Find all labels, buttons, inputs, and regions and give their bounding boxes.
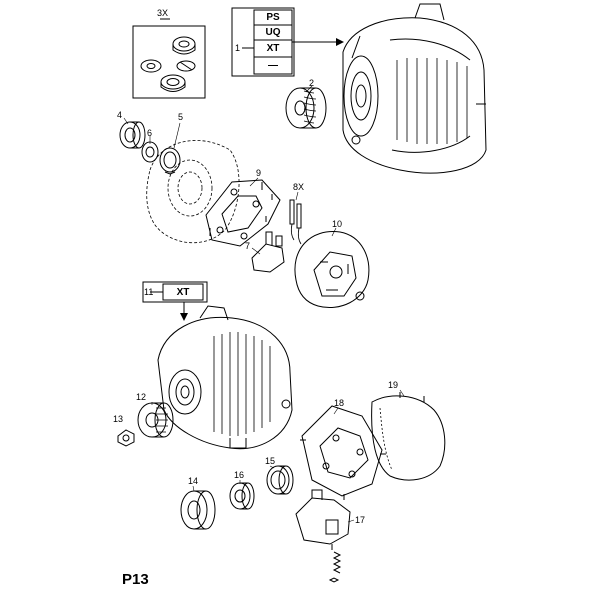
variant-code-ps: PS	[266, 12, 280, 23]
bearing-4	[119, 121, 146, 149]
kit-washer	[140, 59, 162, 73]
callout-18: 18	[334, 398, 345, 408]
rear-cover-19	[371, 392, 446, 481]
housing-outline-dashed	[146, 140, 240, 244]
regulator-17	[295, 489, 351, 550]
ring-15	[266, 465, 294, 495]
callout-6: 6	[147, 128, 153, 138]
brushes-8x	[289, 199, 302, 245]
variant-box-mid	[142, 281, 208, 321]
callout-19: 19	[388, 380, 399, 390]
callout-leaders	[123, 85, 405, 523]
brush-quantity-label: 8X	[293, 182, 305, 192]
pulley-12	[137, 402, 174, 438]
kit-spring-washer	[176, 60, 196, 72]
callout-5: 5	[178, 112, 184, 122]
rectifier-18	[300, 405, 386, 500]
rectifier-9	[205, 179, 281, 247]
callout-16: 16	[234, 470, 245, 480]
alternator-top	[342, 3, 487, 174]
pulley-top	[285, 87, 327, 129]
callout-12: 12	[136, 392, 147, 402]
variant-code-xt: XT	[266, 43, 280, 54]
callout-10: 10	[332, 219, 343, 229]
spring	[328, 551, 342, 583]
callout-9: 9	[256, 168, 262, 178]
callout-17: 17	[355, 515, 366, 525]
ring-5	[159, 147, 181, 175]
callout-15: 15	[265, 456, 276, 466]
seal-kit-box	[132, 18, 206, 99]
callout-14: 14	[188, 476, 199, 486]
variant-code-dash: —	[268, 60, 278, 71]
callout-2: 2	[309, 78, 315, 88]
page-code: P13	[122, 571, 149, 588]
callout-11: 11	[144, 287, 154, 297]
bearing-14	[180, 490, 216, 530]
callout-13: 13	[113, 414, 124, 424]
end-cover-10	[294, 231, 370, 308]
kit-quantity-label: 3X	[157, 8, 169, 18]
variant-table-top	[231, 7, 344, 77]
callout-7: 7	[245, 241, 251, 251]
nut-13	[117, 429, 135, 447]
variant-code-uq: UQ	[265, 27, 281, 38]
kit-nut	[172, 36, 196, 55]
variant-code-xt-mid: XT	[176, 287, 190, 298]
alternator-bottom	[157, 305, 293, 450]
bearing-16	[229, 482, 255, 510]
regulator-7	[251, 231, 285, 273]
callout-4: 4	[117, 110, 123, 120]
kit-bearing	[160, 74, 186, 92]
callout-1: 1	[235, 43, 241, 53]
